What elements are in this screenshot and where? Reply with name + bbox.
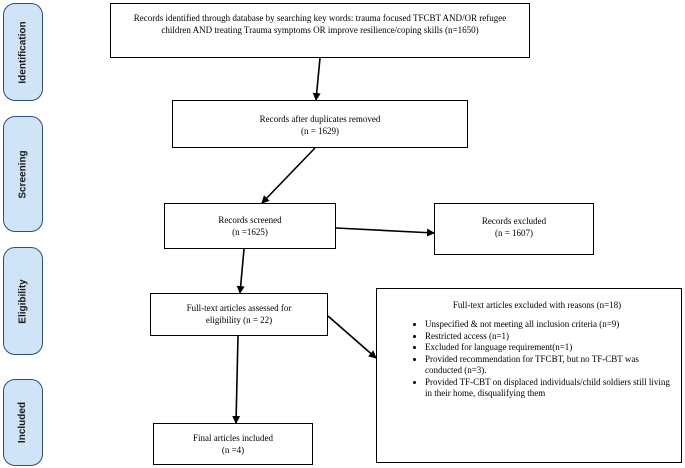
exclusion-reason: Provided recommendation for TFCBT, but n… bbox=[425, 354, 671, 377]
fulltext-assessed-line1: Full-text articles assessed for bbox=[186, 303, 292, 313]
box-records-screened: Records screened (n =1625) bbox=[164, 203, 336, 249]
fulltext-assessed-line2: eligibility (n = 22) bbox=[205, 315, 273, 326]
arrow-screened-to-fulltext bbox=[236, 248, 245, 294]
arrow-fulltext-to-final bbox=[232, 335, 241, 424]
records-identified-text: Records identified through database by s… bbox=[133, 13, 507, 36]
duplicates-removed-line2: (n = 1629) bbox=[300, 126, 340, 137]
final-included-line1: Final articles included bbox=[193, 433, 273, 443]
stage-screening: Screening bbox=[3, 116, 43, 232]
records-screened-line1: Records screened bbox=[218, 215, 282, 225]
box-fulltext-assessed: Full-text articles assessed for eligibil… bbox=[150, 293, 328, 336]
arrow-duplicates-to-screened bbox=[261, 147, 316, 204]
arrow-screened-to-excluded bbox=[335, 227, 435, 237]
stage-identification: Identification bbox=[3, 3, 43, 101]
box-duplicates-removed: Records after duplicates removed (n = 16… bbox=[172, 100, 468, 148]
stage-eligibility: Eligibility bbox=[3, 247, 43, 355]
exclusion-reasons-list: Unspecified & not meeting all inclusion … bbox=[403, 319, 671, 400]
exclusion-reason: Unspecified & not meeting all inclusion … bbox=[425, 319, 671, 331]
fulltext-excluded-title: Full-text articles excluded with reasons… bbox=[452, 300, 622, 310]
stage-included: Included bbox=[3, 379, 43, 466]
duplicates-removed-line1: Records after duplicates removed bbox=[259, 114, 381, 124]
box-records-identified: Records identified through database by s… bbox=[110, 3, 530, 58]
box-records-excluded: Records excluded (n = 1607) bbox=[434, 203, 594, 255]
records-excluded-line2: (n = 1607) bbox=[494, 228, 534, 239]
exclusion-reason: Excluded for language requirement(n=1) bbox=[425, 342, 671, 354]
exclusion-reason: Restricted access (n=1) bbox=[425, 331, 671, 343]
box-fulltext-excluded: Full-text articles excluded with reasons… bbox=[376, 288, 682, 463]
records-excluded-line1: Records excluded bbox=[481, 216, 547, 226]
box-final-included: Final articles included (n =4) bbox=[153, 423, 313, 465]
records-screened-line2: (n =1625) bbox=[232, 227, 268, 238]
arrow-identified-to-duplicates bbox=[312, 57, 321, 101]
final-included-line2: (n =4) bbox=[221, 445, 245, 456]
arrow-fulltext-to-excluded bbox=[327, 315, 377, 359]
exclusion-reason: Provided TF-CBT on displaced individuals… bbox=[425, 377, 671, 400]
